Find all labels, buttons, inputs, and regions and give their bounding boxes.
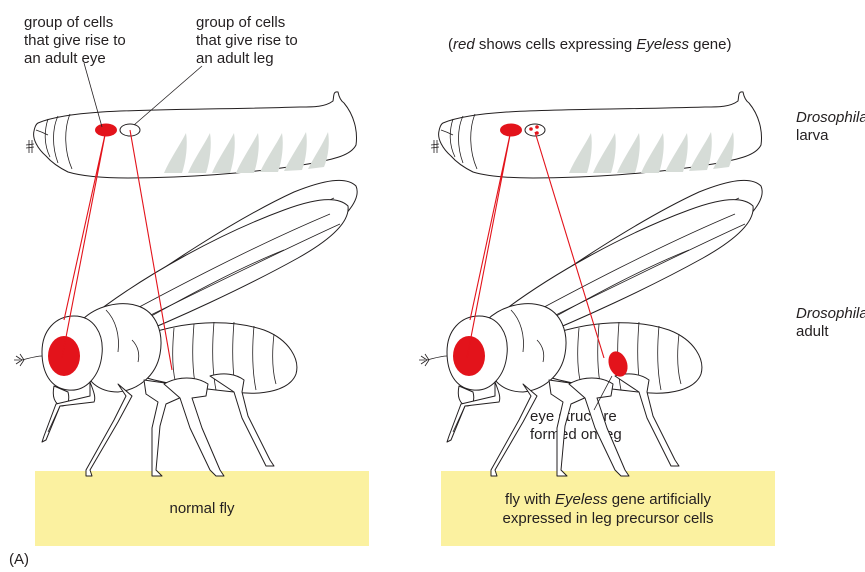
leg-precursor-cells-expressing [525,124,545,136]
eyeless-larva [431,92,762,178]
eyeless-adult-fly [419,180,762,476]
normal-adult-fly [14,180,357,476]
normal-larva [26,92,357,178]
